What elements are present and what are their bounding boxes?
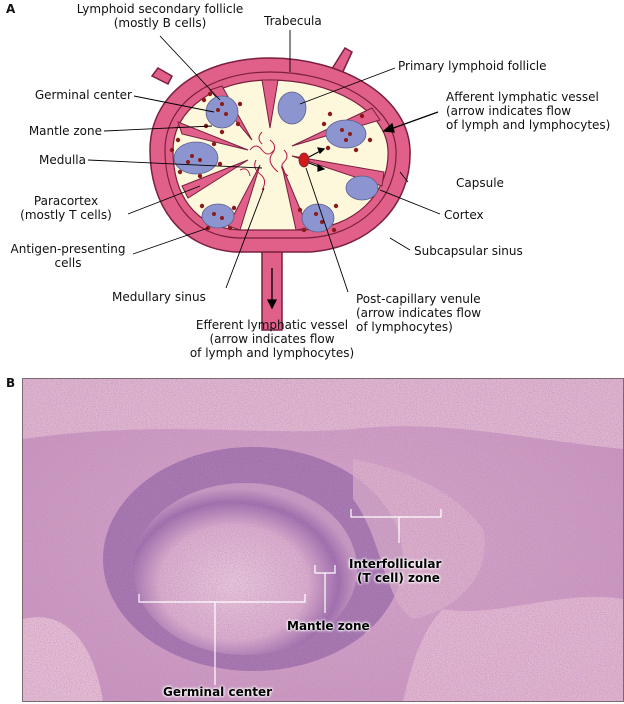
trabecula-bottom-right <box>281 165 309 231</box>
label-antigen-presenting-cells: Antigen-presenting cells <box>10 242 126 270</box>
label-capsule: Capsule <box>456 176 504 190</box>
micro-brackets <box>138 509 442 685</box>
trabecula-top <box>261 79 279 129</box>
label-cortex: Cortex <box>444 208 484 222</box>
primary-follicle <box>345 175 379 201</box>
trabecula-left-upper <box>177 121 249 151</box>
label-paracortex: Paracortex (mostly T cells) <box>20 194 112 222</box>
panel-b-label: B <box>6 376 16 390</box>
secondary-follicle <box>205 95 239 129</box>
label-interfollicular-zone: Interfollicular (T cell) zone <box>349 557 442 585</box>
label-trabecula: Trabecula <box>264 14 322 28</box>
afferent-arrow <box>382 111 439 133</box>
label-efferent-lymphatic-vessel: Efferent lymphatic vessel (arrow indicat… <box>189 318 355 360</box>
label-medullary-sinus: Medullary sinus <box>112 290 206 304</box>
label-micro-germinal-center: Germinal center <box>163 685 273 699</box>
subcapsular-sinus <box>164 71 397 239</box>
antigen-presenting-cells <box>169 91 373 233</box>
efferent-arrow <box>266 268 278 310</box>
label-micro-mantle-zone: Mantle zone <box>287 619 370 633</box>
label-afferent-lymphatic-vessel: Afferent lymphatic vessel (arrow indicat… <box>446 90 611 132</box>
cell-texture <box>23 379 623 701</box>
medullary-sinus <box>239 131 289 191</box>
venule-arrows <box>308 147 326 172</box>
micrograph: Interfollicular (T cell) zone Mantle zon… <box>22 378 624 702</box>
secondary-follicle <box>173 141 219 175</box>
label-lymphoid-secondary-follicle: Lymphoid secondary follicle (mostly B ce… <box>76 2 244 30</box>
label-post-capillary-venule: Post-capillary venule (arrow indicates f… <box>356 292 482 334</box>
label-primary-lymphoid-follicle: Primary lymphoid follicle <box>398 59 547 73</box>
primary-follicle <box>277 91 307 125</box>
label-mantle-zone: Mantle zone <box>28 124 102 138</box>
follicles <box>173 91 379 233</box>
lymph-node-diagram <box>87 30 441 331</box>
trabecula-bottom-left <box>227 164 261 231</box>
secondary-follicle <box>201 203 235 229</box>
label-germinal-center: Germinal center <box>34 88 132 102</box>
micrograph-image <box>23 379 623 701</box>
post-capillary-venule <box>298 152 310 168</box>
leader-lines <box>87 30 441 293</box>
afferent-vessel-stub-left <box>150 67 173 86</box>
label-subcapsular-sinus: Subcapsular sinus <box>414 244 523 258</box>
panel-a-label: A <box>6 2 16 16</box>
label-medulla: Medulla <box>39 153 86 167</box>
secondary-follicle <box>325 119 367 149</box>
secondary-follicle <box>301 203 335 233</box>
